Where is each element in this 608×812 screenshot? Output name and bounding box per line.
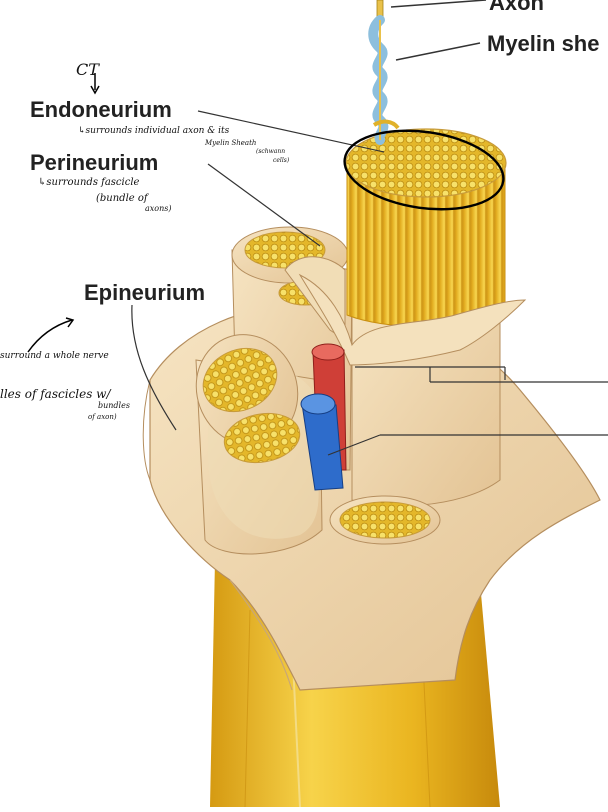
- endoneurium-note-4: cells): [273, 157, 290, 164]
- epineurium-note-3: bundles: [98, 401, 130, 410]
- endoneurium-note-2: Myelin Sheath: [205, 139, 257, 147]
- epineurium-note: surround a whole nerve: [0, 351, 109, 361]
- endoneurium-note-3: (schwann: [256, 148, 286, 155]
- myelin-sheath-label: Myelin she: [487, 31, 600, 56]
- fascicle-cross-section: [345, 128, 507, 198]
- endoneurium-label: Endoneurium: [30, 97, 172, 122]
- perineurium-note-3: axons): [145, 204, 172, 213]
- annotation-circle: [343, 129, 505, 211]
- perineurium-label: Perineurium: [30, 150, 159, 175]
- axon-label: Axon: [489, 0, 544, 15]
- endoneurium-note: ↳surrounds individual axon & its: [78, 126, 230, 136]
- ct-note: CT: [76, 60, 99, 79]
- epineurium-label: Epineurium: [84, 280, 206, 305]
- perineurium-note: ↳surrounds fascicle: [38, 177, 140, 188]
- epineurium-note-4: of axon): [88, 413, 117, 421]
- perineurium-note-2: (bundle of: [96, 193, 148, 204]
- epineurium-note-2: lles of fascicles w/: [0, 387, 111, 401]
